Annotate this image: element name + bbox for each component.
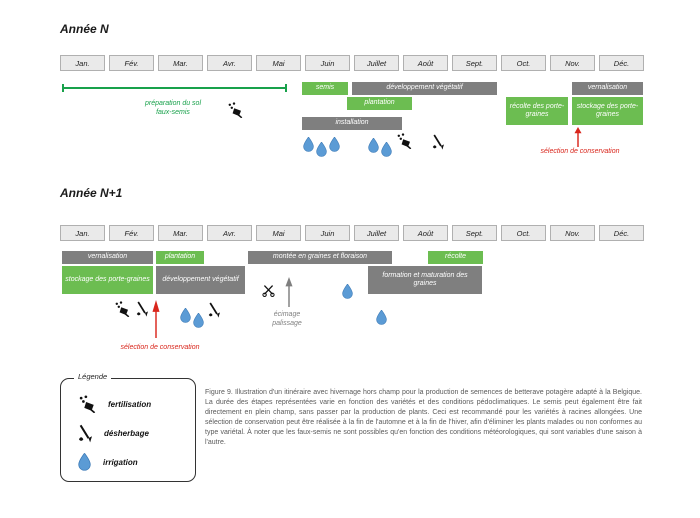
month-cell-nov-n1: Nov. xyxy=(550,225,595,241)
irrigation-icon xyxy=(381,142,392,157)
fertilisation-icon xyxy=(396,133,412,149)
bar-montee-graines-floraison: montée en graines et floraison xyxy=(248,251,392,264)
desherbage-icon xyxy=(208,302,220,318)
fertilisation-icon xyxy=(78,395,96,413)
fertilisation-icon xyxy=(227,102,243,118)
bar-vernalisation-n1: vernalisation xyxy=(62,251,153,264)
bar-semis: semis xyxy=(302,82,348,95)
ecimage-icon xyxy=(262,284,275,297)
irrigation-icon xyxy=(329,137,340,152)
bar-stockage-porte-graines-n: stockage des porte-graines xyxy=(572,97,643,125)
month-cell-avr-n: Avr. xyxy=(207,55,252,71)
month-cell-juin-n: Juin xyxy=(305,55,350,71)
bar-stockage-porte-graines-n1: stockage des porte-graines xyxy=(62,266,153,294)
months-row-year-n1: Jan. Fév. Mar. Avr. Mai Juin Juillet Aoû… xyxy=(60,225,644,241)
month-cell-jan-n: Jan. xyxy=(60,55,105,71)
legend-label-fertilisation: fertilisation xyxy=(108,399,152,409)
month-cell-mai-n: Mai xyxy=(256,55,301,71)
year-n-title: Année N xyxy=(60,22,109,36)
month-cell-mar-n: Mar. xyxy=(158,55,203,71)
preparation-period-line xyxy=(62,84,287,92)
preparation-note-line1: préparation du sol xyxy=(144,100,202,107)
month-cell-fev-n1: Fév. xyxy=(109,225,154,241)
palissage-arrow-up-icon xyxy=(285,277,293,307)
selection-conservation-note-n1: sélection de conservation xyxy=(120,344,200,351)
legend-item-desherbage: désherbage xyxy=(78,423,149,443)
bar-vernalisation-n: vernalisation xyxy=(572,82,643,95)
ecimage-note-line1: écimage xyxy=(273,311,301,318)
irrigation-icon xyxy=(368,138,379,153)
month-cell-mar-n1: Mar. xyxy=(158,225,203,241)
irrigation-icon xyxy=(78,453,91,471)
month-cell-aout-n: Août xyxy=(403,55,448,71)
figure-caption: Figure 9. Illustration d'un itinéraire a… xyxy=(205,389,642,446)
irrigation-icon xyxy=(316,142,327,157)
irrigation-icon xyxy=(193,313,204,328)
month-cell-juillet-n1: Juillet xyxy=(354,225,399,241)
bar-recolte-n1: récolte xyxy=(428,251,483,264)
legend-title: Légende xyxy=(74,372,112,381)
bar-installation: installation xyxy=(302,117,402,130)
month-cell-avr-n1: Avr. xyxy=(207,225,252,241)
month-cell-nov-n: Nov. xyxy=(550,55,595,71)
fertilisation-icon xyxy=(114,301,130,317)
legend-item-fertilisation: fertilisation xyxy=(78,394,151,414)
bar-developpement-vegetatif-n1: développement végétatif xyxy=(156,266,245,294)
month-cell-oct-n: Oct. xyxy=(501,55,546,71)
selection-arrow-up-icon xyxy=(574,127,582,147)
irrigation-icon xyxy=(376,310,387,325)
irrigation-icon xyxy=(342,284,353,299)
month-cell-sept-n: Sept. xyxy=(452,55,497,71)
bar-developpement-vegetatif-n: développement végétatif xyxy=(352,82,497,95)
preparation-note-line2: faux-semis xyxy=(156,109,190,117)
months-row-year-n: Jan. Fév. Mar. Avr. Mai Juin Juillet Aoû… xyxy=(60,55,644,71)
bar-recolte-porte-graines: récolte des porte-graines xyxy=(506,97,568,125)
month-cell-aout-n1: Août xyxy=(403,225,448,241)
desherbage-icon xyxy=(136,301,148,317)
month-cell-jan-n1: Jan. xyxy=(60,225,105,241)
bar-plantation-n1: plantation xyxy=(156,251,204,264)
month-cell-oct-n1: Oct. xyxy=(501,225,546,241)
month-cell-fev-n: Fév. xyxy=(109,55,154,71)
desherbage-icon xyxy=(432,134,444,150)
month-cell-mai-n1: Mai xyxy=(256,225,301,241)
bar-plantation-n: plantation xyxy=(347,97,412,110)
irrigation-icon xyxy=(303,137,314,152)
month-cell-dec-n1: Déc. xyxy=(599,225,644,241)
legend-label-irrigation: irrigation xyxy=(103,457,138,467)
desherbage-icon xyxy=(78,424,92,443)
bar-formation-maturation-graines: formation et maturation des graines xyxy=(368,266,482,294)
ecimage-note-line2: palissage xyxy=(272,320,302,328)
preparation-note: préparation du sol faux-semis xyxy=(118,99,228,118)
ecimage-palissage-note: écimage palissage xyxy=(252,310,322,329)
selection-arrow-up-icon xyxy=(152,300,160,338)
irrigation-icon xyxy=(180,308,191,323)
month-cell-juin-n1: Juin xyxy=(305,225,350,241)
year-n1-title: Année N+1 xyxy=(60,186,123,200)
legend-label-desherbage: désherbage xyxy=(104,428,149,438)
legend-item-irrigation: irrigation xyxy=(78,452,138,472)
month-cell-sept-n1: Sept. xyxy=(452,225,497,241)
month-cell-juillet-n: Juillet xyxy=(354,55,399,71)
month-cell-dec-n: Déc. xyxy=(599,55,644,71)
selection-conservation-note-n: sélection de conservation xyxy=(540,148,620,155)
